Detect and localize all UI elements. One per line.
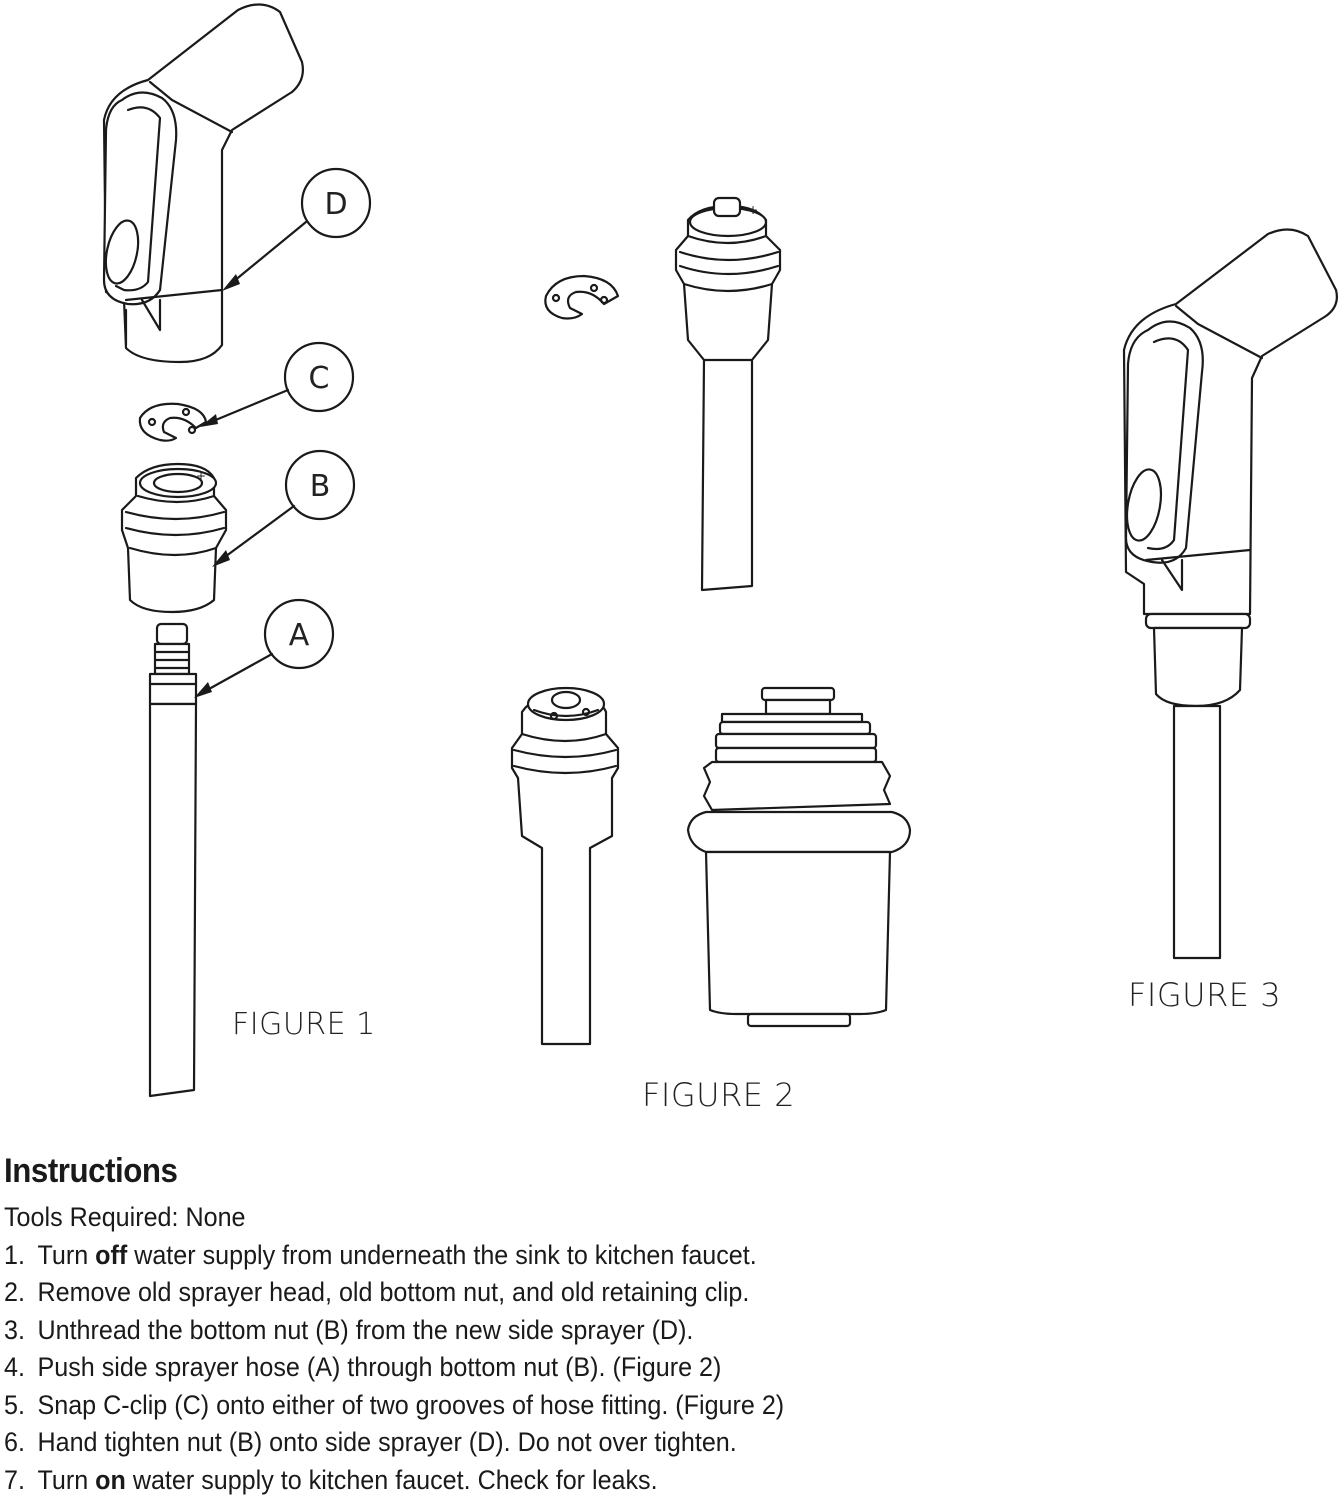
step-item: 1. Turn off water supply from underneath … [4, 1237, 1241, 1275]
step-number: 4. [4, 1352, 25, 1382]
figure-2-label: FIGURE 2 [642, 1076, 795, 1114]
step-text-tail: water supply to kitchen faucet. Check fo… [125, 1464, 658, 1495]
step-text: Turn [37, 1464, 96, 1495]
step-emphasis: off [95, 1239, 128, 1270]
assembled-sprayer [1122, 228, 1338, 960]
step-text-tail: water supply from underneath the sink to… [127, 1239, 757, 1270]
steps-list: 1. Turn off water supply from underneath … [4, 1237, 1334, 1500]
callout-c: C [200, 341, 355, 427]
callout-b: B [212, 449, 356, 567]
c-clip-fig1 [138, 402, 208, 442]
sprayer-head-d [102, 3, 304, 364]
svg-text:C: C [309, 361, 330, 396]
step-number: 7. [4, 1464, 25, 1495]
callout-a: A [194, 598, 335, 698]
figure-3: FIGURE 3 [1122, 228, 1338, 1014]
step-emphasis: on [95, 1464, 126, 1495]
hose-a [148, 622, 198, 1098]
hose-fitting-upper: + [674, 196, 782, 592]
step-text: Unthread the bottom nut (B) from the new… [37, 1314, 694, 1345]
figure-1: + D C B [102, 3, 376, 1098]
svg-text:+: + [748, 203, 758, 217]
step-text: Turn [37, 1239, 96, 1270]
step-number: 3. [4, 1314, 25, 1345]
step-text: Push side sprayer hose (A) through botto… [37, 1352, 722, 1382]
figure-3-label: FIGURE 3 [1128, 976, 1281, 1014]
instruction-diagram: + D C B [102, 3, 1338, 1114]
svg-text:A: A [289, 618, 310, 653]
step-text: Snap C-clip (C) onto either of two groov… [37, 1389, 785, 1420]
svg-text:B: B [310, 469, 331, 504]
svg-text:+: + [196, 469, 206, 483]
step-item: 2. Remove old sprayer head, old bottom nu… [4, 1274, 1241, 1312]
step-number: 1. [4, 1239, 25, 1270]
step-item: 4. Push side sprayer hose (A) through bot… [4, 1349, 1241, 1387]
callout-d: D [222, 167, 372, 291]
step-item: 6. Hand tighten nut (B) onto side sprayer… [4, 1424, 1241, 1462]
c-clip-fig2 [544, 274, 620, 320]
svg-text:D: D [324, 187, 347, 222]
figure-2: + FIGURE 2 [510, 196, 912, 1114]
instructions-title: Instructions [4, 1152, 178, 1190]
tools-label: Tools Required: [4, 1202, 179, 1232]
step-item: 3. Unthread the bottom nut (B) from the n… [4, 1312, 1241, 1350]
tools-value: None [185, 1202, 246, 1232]
figure-1-label: FIGURE 1 [232, 1007, 376, 1042]
instructions-section: Instructions Tools Required: None 1. Turn… [4, 1152, 1334, 1499]
tools-required: Tools Required: None [4, 1199, 1241, 1237]
sprayer-base [686, 686, 912, 1028]
step-text: Remove old sprayer head, old bottom nut,… [37, 1277, 750, 1307]
bottom-nut-b: + [120, 462, 228, 614]
step-text: Hand tighten nut (B) onto side sprayer (… [37, 1427, 737, 1457]
step-number: 2. [4, 1277, 25, 1307]
step-number: 5. [4, 1389, 25, 1420]
hose-fitting-lower [510, 686, 620, 1046]
step-item: 5. Snap C-clip (C) onto either of two gro… [4, 1387, 1241, 1425]
step-item: 7. Turn on water supply to kitchen faucet… [4, 1462, 1241, 1500]
step-number: 6. [4, 1427, 25, 1457]
